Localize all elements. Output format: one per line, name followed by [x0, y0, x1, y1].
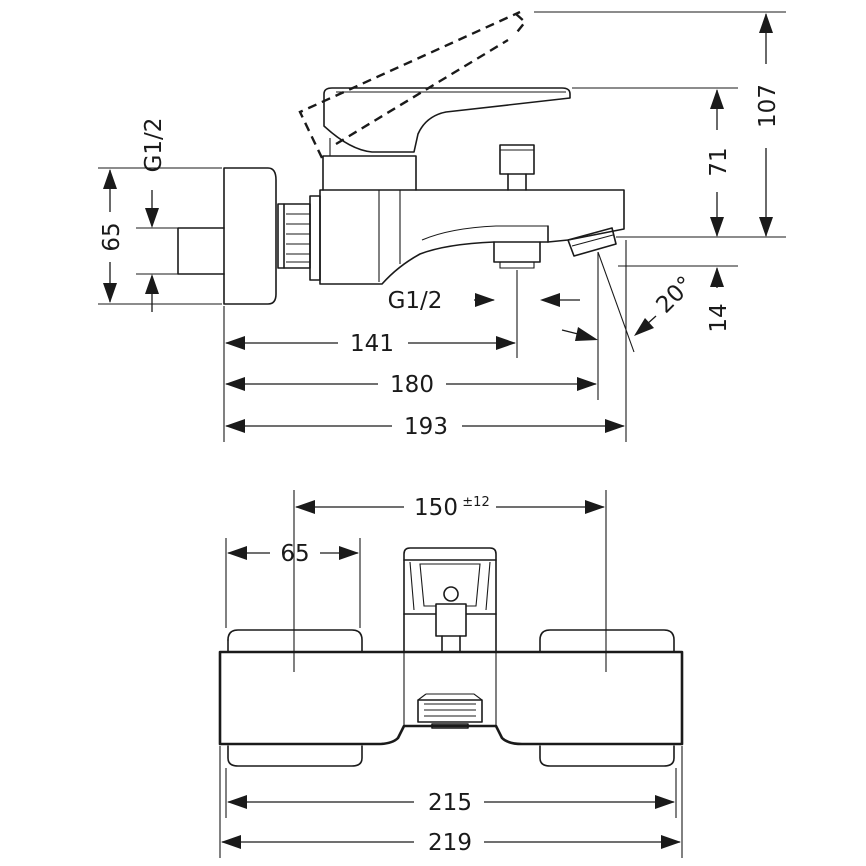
dim-71: 71 — [706, 89, 732, 237]
hex-nut — [277, 203, 311, 269]
dim-193: 193 — [225, 414, 625, 440]
wall-rosette — [223, 167, 277, 305]
side-view: 107 71 14 65 G1/2 — [98, 10, 786, 442]
top-view: 150 ±12 65 215 219 — [218, 490, 684, 858]
dim-65-height: 65 — [99, 169, 125, 303]
label-g12-outlet: G1/2 — [388, 288, 443, 314]
dim-219: 219 — [221, 830, 681, 856]
lever-handle — [323, 87, 571, 153]
dim-150: 150 ±12 — [295, 495, 605, 521]
inlet-stub — [177, 227, 225, 275]
label-20-deg: 20° — [651, 271, 698, 318]
label-107: 107 — [755, 84, 781, 128]
mixer-body — [319, 189, 625, 285]
lever-raised-outline — [298, 10, 527, 159]
diverter-knob — [499, 144, 535, 191]
dim-141: 141 — [225, 331, 516, 357]
label-65-width: 65 — [280, 541, 309, 567]
top-extension-lines — [219, 490, 683, 858]
dim-215: 215 — [227, 790, 675, 816]
label-150: 150 — [414, 495, 458, 521]
label-180: 180 — [390, 372, 434, 398]
label-65-height: 65 — [99, 222, 125, 251]
label-150-tolerance: ±12 — [462, 495, 489, 510]
aerator — [567, 227, 617, 257]
label-215: 215 — [428, 790, 472, 816]
top-diverter-knob — [435, 586, 467, 653]
dim-g12-outlet: G1/2 — [388, 288, 580, 314]
label-g12-inlet: G1/2 — [141, 118, 167, 173]
dim-14: 14 — [706, 267, 732, 333]
s-union — [309, 195, 321, 281]
top-rosette-left — [227, 629, 363, 767]
top-aerator — [417, 693, 483, 729]
label-71: 71 — [706, 147, 732, 176]
top-body — [218, 650, 684, 746]
top-lever — [403, 547, 497, 653]
dim-107: 107 — [755, 13, 781, 237]
lever-housing — [322, 138, 417, 191]
dim-180: 180 — [225, 372, 597, 398]
label-193: 193 — [404, 414, 448, 440]
side-extension-lines — [98, 11, 786, 442]
label-14: 14 — [706, 303, 732, 332]
dim-g12-inlet: G1/2 — [141, 118, 167, 312]
label-141: 141 — [350, 331, 394, 357]
dim-65-width: 65 — [227, 541, 359, 567]
label-219: 219 — [428, 830, 472, 856]
dim-20-deg: 20° — [561, 271, 699, 341]
bottom-outlet — [493, 241, 541, 269]
top-rosette-right — [539, 629, 675, 767]
